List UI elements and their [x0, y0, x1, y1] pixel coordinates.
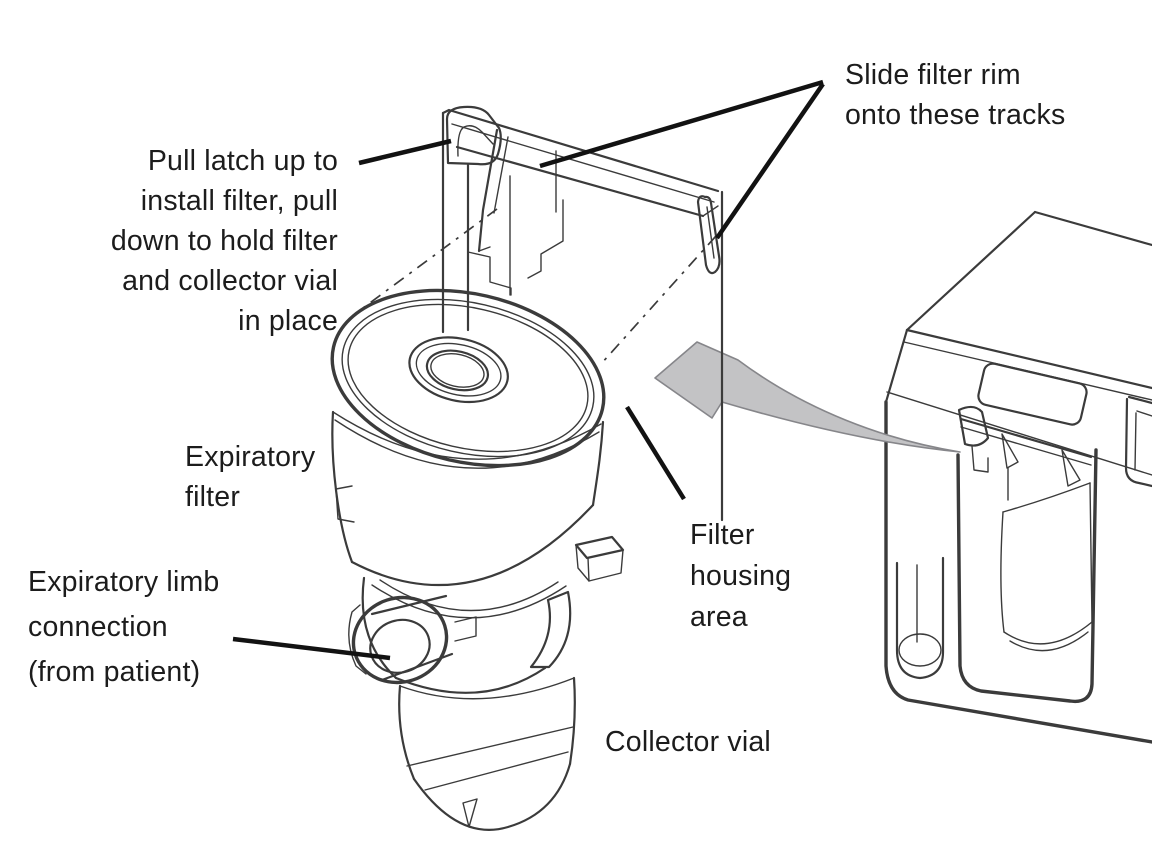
- right-track-drawing: [696, 195, 721, 275]
- collector-vial-drawing: [348, 576, 576, 831]
- leader-pull-latch: [358, 138, 452, 166]
- install-direction-arrow-icon: [654, 341, 961, 453]
- expiratory-filter-drawing: [330, 288, 625, 587]
- expiratory-limb-port-drawing: [348, 594, 454, 685]
- label-collector-vial: Collector vial: [605, 726, 771, 758]
- filter-housing-panel-drawing: [441, 105, 724, 522]
- ventilator-device-drawing: [884, 210, 1152, 744]
- device-front-label: [977, 362, 1088, 426]
- leader-slide-rim-left: [539, 79, 824, 169]
- latch-drawing: [445, 105, 502, 166]
- label-filter-housing-area: Filter housing area: [690, 519, 792, 633]
- leader-slide-rim-right: [715, 82, 825, 240]
- leader-expiratory-limb: [232, 636, 391, 661]
- leader-lines: [232, 79, 825, 661]
- leader-filter-housing: [625, 405, 686, 501]
- label-expiratory-filter: Expiratory filter: [185, 441, 316, 513]
- alignment-dash-lines: [362, 208, 717, 365]
- label-slide-filter-rim: Slide filter rim onto these tracks: [845, 59, 1066, 131]
- label-expiratory-limb-connection: Expiratory limb connection (from patient…: [28, 566, 220, 688]
- left-track-drawing: [477, 128, 509, 253]
- label-pull-latch: Pull latch up to install filter, pull do…: [110, 145, 338, 337]
